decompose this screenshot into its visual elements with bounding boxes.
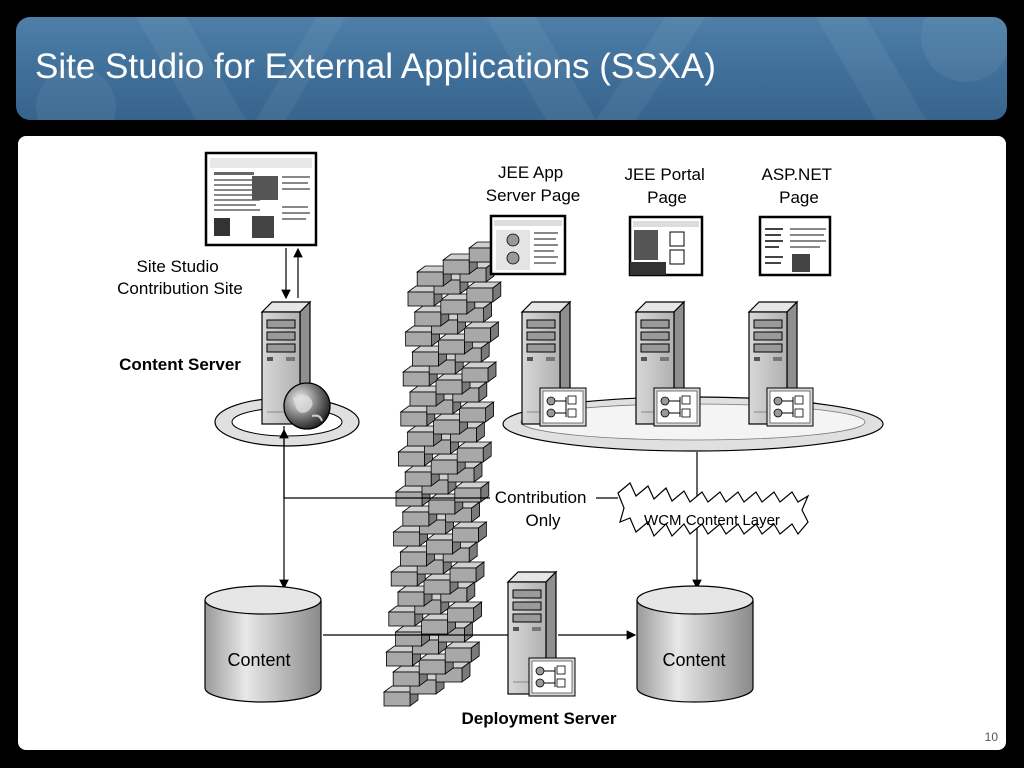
svg-text:Content: Content bbox=[662, 650, 725, 670]
firewall-brick bbox=[461, 361, 497, 383]
header-pattern bbox=[36, 17, 1007, 120]
page-number: 10 bbox=[984, 730, 998, 744]
slide-header: Site Studio for External Applications (S… bbox=[16, 17, 1007, 120]
aspnet-label: ASP.NET Page bbox=[762, 165, 837, 207]
jee-app-label: JEE App Server Page bbox=[486, 163, 581, 205]
firewall-brick bbox=[444, 641, 480, 663]
jee-portal-label: JEE Portal Page bbox=[624, 165, 709, 207]
firewall-brick bbox=[463, 321, 499, 343]
jee-portal-module-icon bbox=[653, 387, 701, 427]
jee-app-module-icon bbox=[539, 387, 587, 427]
contribution-site-browser bbox=[204, 151, 318, 247]
firewall-brick bbox=[449, 561, 485, 583]
firewall-brick bbox=[456, 441, 492, 463]
globe-icon bbox=[283, 382, 331, 430]
aspnet-module-icon bbox=[766, 387, 814, 427]
jee-app-page-thumbnail bbox=[489, 214, 567, 276]
deployment-module-icon bbox=[528, 657, 576, 697]
firewall-brick bbox=[454, 481, 490, 503]
app-servers-group bbox=[502, 301, 884, 452]
svg-text:Content: Content bbox=[227, 650, 290, 670]
aspnet-page-thumbnail bbox=[758, 215, 832, 277]
wcm-content-layer: WCM Content Layer bbox=[617, 482, 810, 538]
diagram-panel: Site Studio Contribution Site Content Se… bbox=[18, 136, 1006, 750]
deployment-server-label: Deployment Server bbox=[462, 709, 617, 728]
contribution-only-line bbox=[279, 428, 493, 499]
architecture-diagram: Site Studio Contribution Site Content Se… bbox=[117, 151, 884, 728]
content-database-left: Content bbox=[204, 585, 322, 703]
svg-text:WCM Content Layer: WCM Content Layer bbox=[644, 512, 780, 529]
firewall-brick bbox=[451, 521, 487, 543]
firewall-brick bbox=[466, 281, 502, 303]
firewall-brick bbox=[459, 401, 495, 423]
content-server-label: Content Server bbox=[119, 355, 241, 374]
contribution-site-label: Site Studio Contribution Site bbox=[117, 257, 243, 298]
content-database-right: Content bbox=[636, 585, 754, 703]
content-server-group bbox=[214, 301, 360, 447]
contribution-only-label: Contribution Only bbox=[495, 488, 591, 530]
contribution-only-bg bbox=[490, 483, 596, 531]
jee-portal-page-thumbnail bbox=[628, 215, 704, 277]
firewall-wall bbox=[383, 241, 504, 707]
slide-title: Site Studio for External Applications (S… bbox=[35, 47, 716, 86]
firewall-brick bbox=[447, 601, 483, 623]
